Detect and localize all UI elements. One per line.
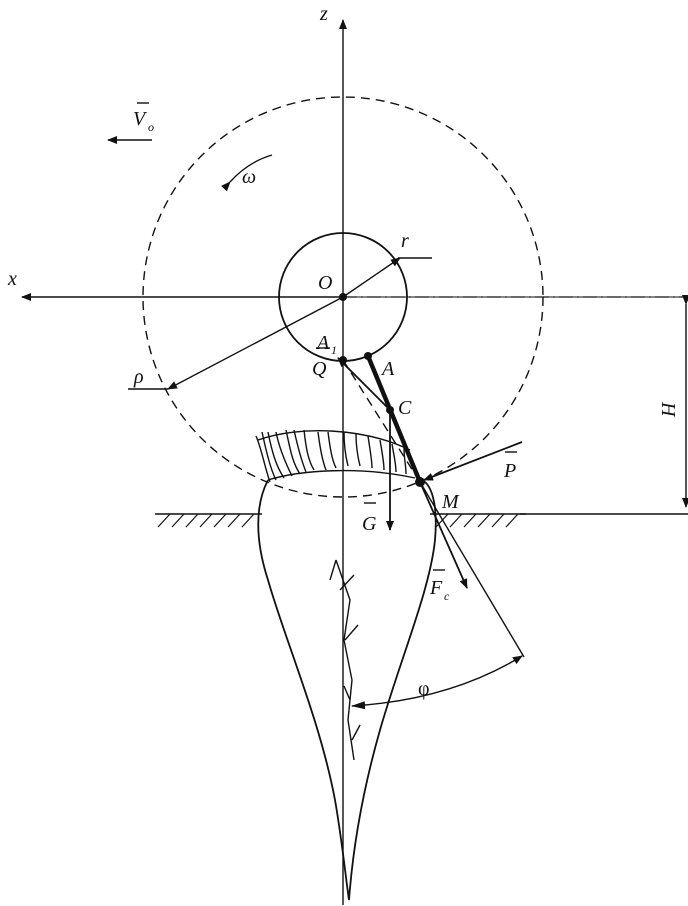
beet-leaf-stubs <box>255 429 407 483</box>
force-q-arrow <box>337 357 391 411</box>
arm-extension-line <box>419 481 525 658</box>
beet-crown-outline <box>267 469 416 481</box>
phi-arc <box>351 655 523 710</box>
ground-hatching <box>157 513 519 528</box>
label-a1-sub: 1 <box>331 343 337 357</box>
label-c: C <box>398 397 412 419</box>
beet-crown-top <box>257 430 411 451</box>
label-velocity: V <box>133 108 148 130</box>
dashed-line-a1-m <box>342 359 421 483</box>
beet-root <box>257 479 437 901</box>
label-phi: φ <box>418 678 430 700</box>
label-fc-sub: c <box>444 589 450 603</box>
label-rho: ρ <box>133 366 144 388</box>
label-a1: A <box>315 332 330 354</box>
lifter-arm <box>365 353 423 485</box>
label-q: Q <box>312 358 327 380</box>
beet-root-veins <box>329 559 361 761</box>
point-a <box>364 352 372 360</box>
label-h: H <box>657 401 679 418</box>
force-p-arrow <box>423 441 523 481</box>
label-m: M <box>441 491 460 513</box>
omega-arc <box>221 154 273 192</box>
force-fc-arrow <box>419 481 468 589</box>
label-velocity-sub: o <box>148 120 154 134</box>
label-r: r <box>401 230 409 252</box>
radius-r-line <box>342 257 401 298</box>
label-omega: ω <box>242 166 256 188</box>
label-a: A <box>380 358 395 380</box>
label-x: x <box>7 268 17 290</box>
label-fc: F <box>429 577 443 599</box>
label-g: G <box>362 513 377 535</box>
label-z: z <box>319 3 328 25</box>
label-o: O <box>318 272 332 294</box>
label-p: P <box>503 460 516 482</box>
radius-rho-line <box>167 296 344 390</box>
